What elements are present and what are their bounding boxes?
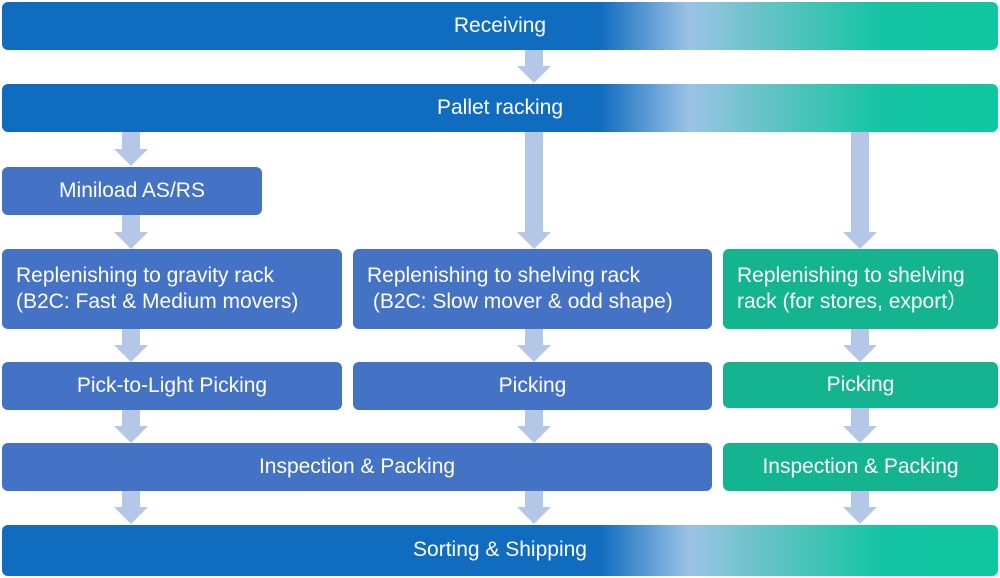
inspection-packing-stores-stage: Inspection & Packing	[723, 443, 998, 491]
pallet-racking-label: Pallet racking	[436, 95, 564, 119]
flow-arrow-icon	[517, 50, 551, 83]
sorting-shipping-label: Sorting & Shipping	[413, 538, 587, 562]
replenish-gravity-line-2: (B2C: Fast & Medium movers)	[16, 290, 299, 313]
receiving-stage: Receiving	[2, 2, 998, 50]
flow-arrow-icon	[517, 491, 551, 524]
replenish-shelving-b2c-stage: Replenishing to shelving rack (B2C: Slow…	[353, 249, 712, 329]
replenish-gravity-rack-stage: Replenishing to gravity rack (B2C: Fast …	[2, 249, 342, 329]
replenish-shelving-b2c-line-1: Replenishing to shelving rack	[367, 263, 641, 287]
flow-arrow-icon	[114, 329, 148, 362]
picking-b2c-stage: Picking	[353, 362, 712, 410]
pallet-racking-stage: Pallet racking	[2, 84, 998, 132]
picking-stores-label: Picking	[826, 372, 895, 396]
flow-arrow-icon	[843, 408, 877, 443]
picking-stores-stage: Picking	[723, 362, 998, 408]
sorting-shipping-stage: Sorting & Shipping	[2, 525, 998, 576]
flow-arrow-icon	[114, 132, 148, 166]
replenish-shelving-stores-line-2: rack (for stores, export）	[737, 290, 969, 313]
replenish-shelving-stores-stage: Replenishing to shelving rack (for store…	[723, 249, 998, 329]
pick-to-light-stage: Pick-to-Light Picking	[2, 362, 342, 410]
miniload-label: Miniload AS/RS	[59, 178, 205, 202]
replenish-shelving-stores-line-1: Replenishing to shelving	[737, 263, 965, 287]
miniload-asrs-stage: Miniload AS/RS	[2, 167, 262, 215]
replenish-gravity-line-1: Replenishing to gravity rack	[16, 263, 274, 287]
flow-arrow-icon	[114, 215, 148, 249]
inspection-packing-stores-label: Inspection & Packing	[762, 454, 959, 478]
inspection-packing-b2c-label: Inspection & Packing	[258, 454, 456, 478]
flow-arrow-icon	[114, 491, 148, 524]
flow-arrow-icon	[517, 329, 551, 362]
flow-arrow-icon	[843, 329, 877, 362]
picking-b2c-label: Picking	[498, 373, 567, 397]
inspection-packing-b2c-stage: Inspection & Packing	[2, 443, 712, 491]
flow-arrow-icon	[843, 491, 877, 524]
pick-to-light-label: Pick-to-Light Picking	[76, 373, 268, 397]
flow-arrow-icon	[517, 410, 551, 443]
receiving-label: Receiving	[453, 13, 547, 37]
flow-arrow-icon	[843, 132, 877, 249]
replenish-shelving-b2c-line-2: (B2C: Slow mover & odd shape)	[367, 290, 673, 313]
flow-arrow-icon	[114, 410, 148, 443]
flow-arrow-icon	[517, 132, 551, 249]
